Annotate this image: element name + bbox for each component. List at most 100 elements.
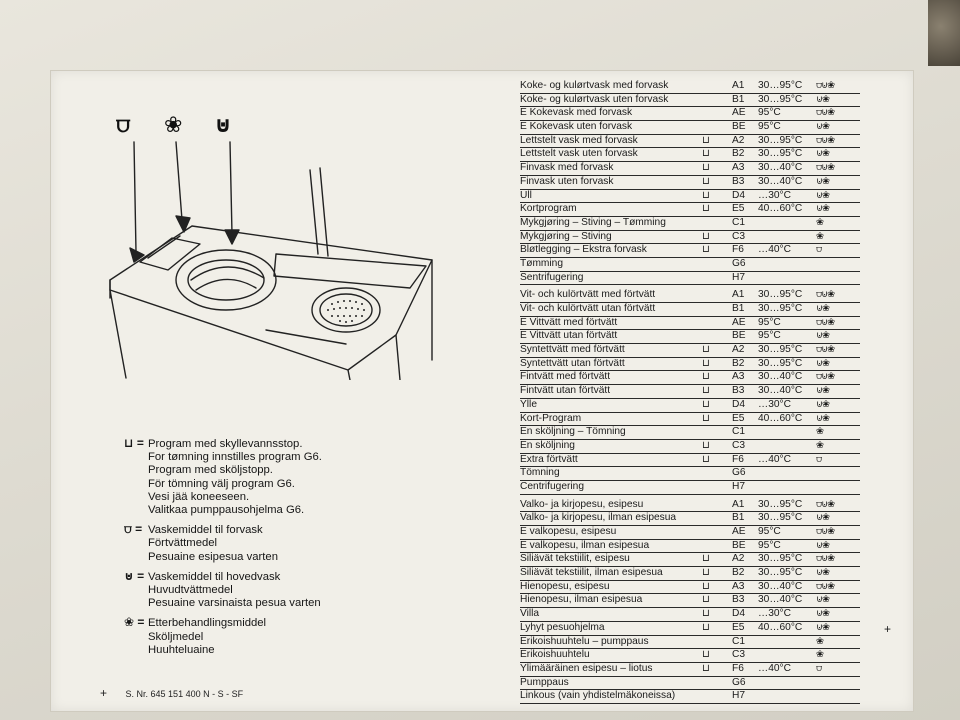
softener-icon: ❀ [164,112,183,137]
program-name: Vit- och kulörtvätt utan förtvätt [520,303,656,314]
program-name: Sentrifugering [520,271,584,283]
legend-prewash-detergent: ⩌ = Vaskemiddel til forvask Förtvättmede… [124,522,454,564]
program-temperature: 30…40°C [758,580,803,592]
program-name: Pumppaus [520,676,569,688]
program-temperature: 30…95°C [758,289,803,301]
program-row: Extra förtvätt⊔F6…40°C⩌ [520,454,860,468]
program-temperature: 30…95°C [758,303,803,314]
legend-line: Etterbehandlingsmiddel [148,617,267,630]
program-code: D4 [732,398,746,410]
program-code: B2 [732,148,745,160]
arrow-prewash [133,141,137,253]
legend-line: Förtvättmedel [148,537,218,550]
program-code: A3 [732,162,745,174]
program-name: Syntettvätt med förtvätt [520,344,625,356]
detergent-icons: ⊍❀ [816,189,830,201]
program-temperature: 30…95°C [758,80,803,91]
legend-line: Sköljmedel [148,630,204,643]
program-row: Bløtlegging – Ekstra forvask⊔F6…40°C⩌ [520,244,860,258]
rinse-stop-icon: ⊔ [702,412,710,424]
program-name: Bløtlegging – Ekstra forvask [520,244,647,256]
program-name: E valkopesu, ilman esipesua [520,539,650,551]
program-name: Extra förtvätt [520,453,578,465]
rinse-stop-icon: ⊔ [702,398,710,410]
program-name: Tømming [520,257,564,269]
program-code: B2 [732,567,745,579]
program-name: Syntettvätt utan förtvätt [520,357,625,369]
program-name: E valkopesu, esipesu [520,526,617,537]
detergent-icons: ⊍❀ [816,175,830,187]
prewash-detergent-icon: ⩌ = [124,522,143,537]
program-code: A3 [732,371,745,383]
program-name: Siliävät tekstiilit, ilman esipesua [520,567,663,579]
legend-line: Pesuaine varsinaista pesua varten [148,597,321,610]
program-name: E Vittvätt med förtvätt [520,316,618,328]
program-code: D4 [732,189,746,201]
spin-basket [311,287,381,333]
program-name: Hienopesu, esipesu [520,580,610,592]
rinse-stop-icon: ⊔ [702,553,710,565]
wall-corner [928,0,960,66]
program-code: F6 [732,244,744,256]
program-code: C1 [732,216,746,228]
program-code: B3 [732,594,745,606]
program-code: A1 [732,498,745,510]
detergent-icons: ⩌⊍❀ [816,134,835,146]
program-code: G6 [732,467,746,479]
detergent-icons: ⩌⊍❀ [816,162,835,174]
detergent-icons: ⊍❀ [816,148,830,160]
rinse-stop-icon: ⊔ [702,439,710,451]
detergent-icons: ❀ [816,635,824,647]
program-temperature: 30…95°C [758,93,803,105]
program-code: A2 [732,134,745,146]
serial-number-text: S. Nr. 645 151 400 N - S - SF [125,689,244,699]
rinse-stop-icon: ⊔ [702,649,710,661]
rinse-stop-icon: ⊔ [702,357,710,369]
program-temperature: 30…95°C [758,553,803,565]
program-code: D4 [732,608,746,620]
program-temperature: 30…40°C [758,594,803,606]
program-code: AE [732,107,746,119]
detergent-icons: ⊍❀ [816,357,830,369]
rinse-stop-icon: ⊔ [702,567,710,579]
rinse-stop-icon: ⊔ [702,608,710,620]
detergent-icons: ⩌⊍❀ [816,80,835,91]
program-row: Ylimääräinen esipesu – liotus⊔F6…40°C⩌ [520,663,860,677]
rinse-stop-icon: ⊔ [702,594,710,606]
legend-line: Huuhteluaine [148,643,215,656]
rinse-stop-icon: ⊔ [702,580,710,592]
program-temperature: 30…95°C [758,134,803,146]
program-name: En sköljning [520,439,575,451]
program-temperature: 30…95°C [758,344,803,356]
washing-machine-drawing [109,141,433,380]
detergent-icons: ⊍❀ [816,398,830,410]
program-name: Lyhyt pesuohjelma [520,621,605,633]
arrow-main [229,141,233,235]
serial-number: + S. Nr. 645 151 400 N - S - SF [100,686,243,700]
instruction-panel [50,70,914,712]
program-temperature: 30…95°C [758,498,803,510]
program-code: A2 [732,553,745,565]
program-name: Siliävät tekstiilit, esipesu [520,553,630,565]
program-code: E5 [732,203,745,215]
rinse-stop-icon: ⊔ [702,175,710,187]
detergent-icons: ⩌⊍❀ [816,553,835,565]
detergent-icons: ⊍❀ [816,93,830,105]
